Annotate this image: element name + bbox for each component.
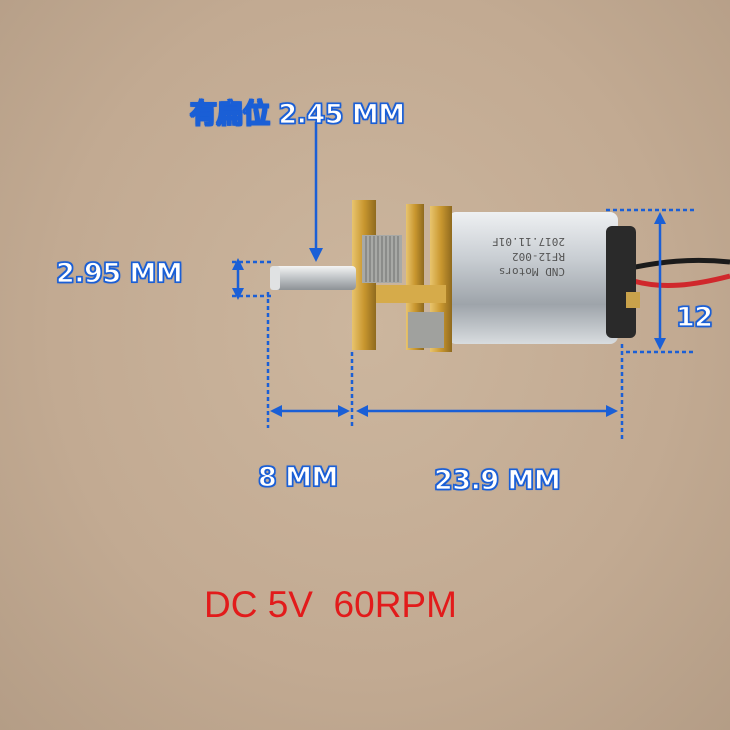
shaft-diameter-label: 2.95 MM	[55, 257, 183, 289]
dimension-lines	[232, 122, 694, 440]
motor-marking-3: 2017.11.01F	[492, 235, 565, 248]
shaft-tip	[270, 266, 280, 290]
flat-dimension-label: 有扁位 2.45 MM	[189, 98, 405, 130]
dimension-arrowheads	[232, 212, 666, 417]
red-wire	[629, 273, 730, 288]
gearbox-post	[376, 285, 446, 303]
motor-endcap	[606, 226, 636, 338]
gear-teeth	[365, 236, 399, 282]
motor-marking-2: RF12-002	[512, 250, 565, 263]
lower-gear	[408, 312, 444, 348]
terminal	[626, 292, 640, 308]
motor-marking-1: CND Motors	[499, 265, 565, 278]
body-length-label: 23.9 MM	[433, 464, 561, 496]
spec-label: DC 5V 60RPM	[204, 584, 457, 625]
shaft-length-label: 8 MM	[257, 461, 339, 493]
motor-can	[448, 212, 618, 344]
black-wire	[629, 257, 730, 271]
height-label: 12	[675, 301, 713, 333]
output-shaft	[270, 266, 356, 290]
